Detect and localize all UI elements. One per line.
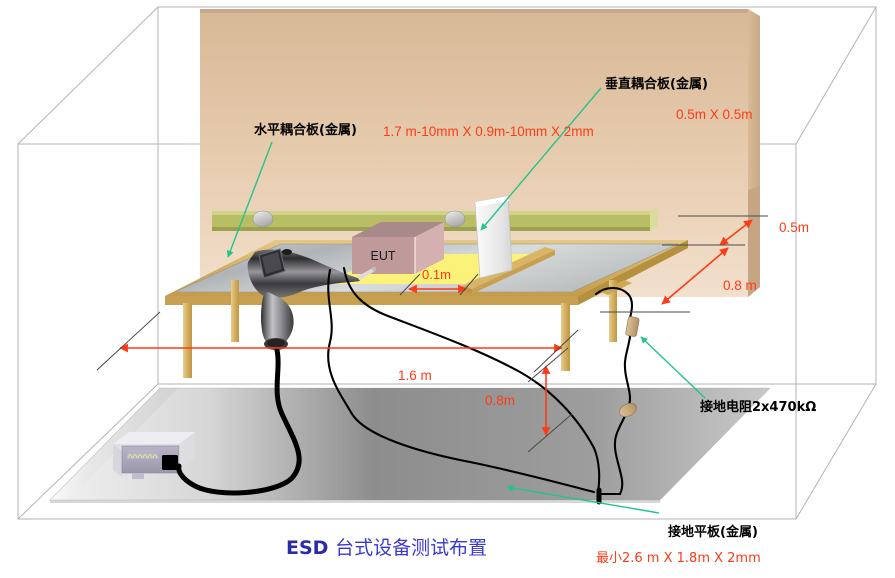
- label-vertical-coupling-plane: 垂直耦合板(金属): [605, 77, 708, 92]
- title-main: 台式设备测试布置: [335, 537, 488, 559]
- label-horizontal-coupling-plane: 水平耦合板(金属): [254, 123, 357, 138]
- leader-lines: [226, 87, 706, 514]
- label-grp-dimensions: 最小2.6 m X 1.8m X 2mm: [596, 551, 761, 566]
- dim-label-0-8m-table: 0.8m: [485, 393, 516, 408]
- table-leg-back-right: [609, 280, 617, 342]
- leader-resistor: [640, 336, 706, 399]
- label-hcp-dimensions: 1.7 m-10mm X 0.9m-10mm X 2mm: [383, 124, 594, 139]
- label-ground-reference-plane: 接地平板(金属): [668, 525, 758, 540]
- leader-hcp: [226, 141, 273, 258]
- diagram-title: ESD 台式设备测试布置: [286, 533, 487, 560]
- title-prefix: ESD: [286, 537, 329, 559]
- esd-generator-unit: [113, 432, 195, 479]
- vertical-coupling-plane: [474, 195, 513, 279]
- table-leg-front-right: [561, 303, 570, 371]
- resistor-upper: [625, 316, 640, 337]
- esd-discharge-gun: [247, 248, 377, 350]
- leader-vcp: [480, 87, 602, 231]
- eut-label: EUT: [371, 249, 396, 263]
- label-vcp-dimensions: 0.5m X 0.5m: [676, 107, 753, 122]
- ground-reference-plane: [49, 387, 771, 503]
- knob-left: [252, 210, 274, 228]
- resistor-lower: [619, 403, 637, 417]
- dim-label-0-5m: 0.5m: [779, 220, 810, 235]
- dim-label-0-8m-hcp: 0.8 m: [723, 278, 757, 293]
- dim-0-8m-hcp: [661, 247, 729, 305]
- leader-grp: [506, 484, 660, 514]
- ground-resistors: [619, 316, 640, 417]
- dim-0-5m: [719, 219, 753, 246]
- cabling: [176, 266, 634, 505]
- dim-label-0-1m: 0.1m: [422, 267, 451, 282]
- dimension-lines: [119, 219, 753, 436]
- wall-mounted-olive-bar: [212, 207, 658, 231]
- equipment-under-test: EUT: [352, 222, 444, 274]
- dim-label-1-6m: 1.6 m: [398, 368, 432, 383]
- table-leg-front-left: [183, 303, 192, 378]
- extension-lines: [96, 215, 768, 453]
- knob-right: [444, 210, 466, 228]
- table-leg-back-left: [231, 280, 239, 342]
- label-ground-resistor: 接地电阻2x470kΩ: [700, 400, 817, 415]
